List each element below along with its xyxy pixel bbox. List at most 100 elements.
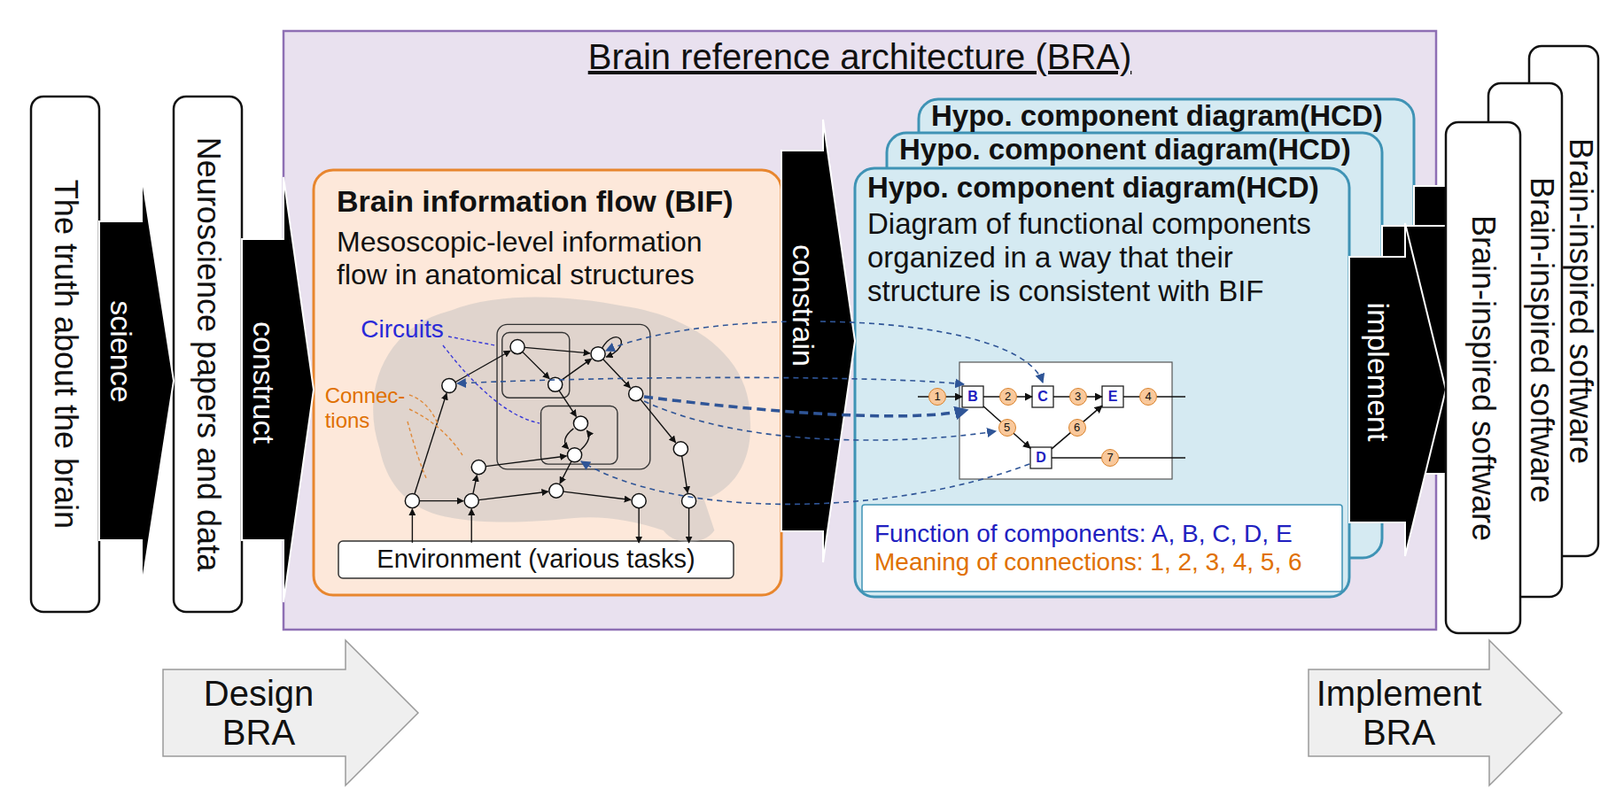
- network-link: [414, 393, 447, 495]
- stage-arrow: Implement BRA: [1308, 640, 1562, 786]
- panel-body: Mesoscopic-level information flow in ana…: [336, 225, 727, 292]
- flow-arrow-layer: [99, 119, 1530, 603]
- software-box: Brain-inspired software: [1445, 122, 1521, 634]
- environment-box-outline: [338, 541, 734, 579]
- stage-arrow-shape: [163, 640, 419, 786]
- leader-line: [442, 345, 540, 424]
- circuit-outline: [502, 333, 570, 399]
- network-loop: [580, 430, 589, 451]
- component-wire-layer: [917, 396, 1186, 459]
- network-node: [590, 347, 606, 362]
- card-body: Diagram of functional components organiz…: [867, 207, 1329, 309]
- box-layer: [31, 31, 1562, 786]
- component-box: C: [1032, 386, 1054, 408]
- component-box-outline: [1032, 386, 1054, 408]
- network-link: [522, 351, 550, 379]
- source-text: The truth about the brain: [47, 179, 84, 529]
- network-link: [455, 350, 511, 382]
- box-label: Environment (various tasks): [376, 545, 695, 575]
- correspondence-arrow: [581, 461, 1030, 505]
- source-box: The truth about the brain: [31, 96, 100, 613]
- network-node: [573, 416, 588, 431]
- correspondence-arrow: [605, 321, 1043, 383]
- flow-arrow: [99, 175, 174, 587]
- network-link: [524, 347, 591, 354]
- callout-label: Circuits: [360, 315, 443, 344]
- stage-arrow-shape: [1308, 640, 1562, 786]
- network-link: [560, 358, 591, 381]
- component-box-outline: [962, 386, 984, 408]
- circuit-outline: [497, 324, 651, 470]
- network-node: [404, 494, 420, 509]
- callout-number: 4: [1139, 388, 1158, 406]
- architecture-panel-outline: [283, 31, 1437, 630]
- flow-arrow: [781, 119, 855, 563]
- network-node: [682, 494, 697, 509]
- network-node: [673, 442, 688, 457]
- component-letter: E: [1108, 389, 1119, 404]
- component-box: B: [962, 386, 984, 408]
- software-text: Brain-inspired software: [1523, 177, 1560, 504]
- component-diagram-card-outline: [854, 168, 1350, 598]
- source-box-outline: [173, 96, 242, 613]
- arrow-label: construct: [246, 318, 280, 447]
- stage-text: Implement BRA: [1316, 674, 1483, 753]
- component-letter: D: [1035, 450, 1047, 466]
- panel-title: Brain reference architecture (BRA): [283, 36, 1437, 78]
- source-text: Neuroscience papers and data: [190, 137, 226, 572]
- network-link: [478, 491, 548, 500]
- card-heading: Hypo. component diagram(HCD): [899, 133, 1370, 166]
- network-link: [411, 509, 413, 544]
- circuit-outline: [541, 405, 618, 465]
- network-node: [631, 494, 646, 509]
- callout-number: 1: [928, 388, 947, 406]
- callout-number: 7: [1101, 449, 1119, 467]
- leader-line: [448, 336, 496, 346]
- key-line: Meaning of connections: 1, 2, 3, 4, 5, 6: [874, 548, 1330, 577]
- diagram-frame: [959, 362, 1173, 480]
- architecture-panel: Brain reference architecture (BRA) Brain …: [283, 31, 1437, 630]
- connection-number: 6: [1068, 419, 1087, 437]
- correspondence-arrow: [457, 377, 964, 385]
- network-link: [485, 456, 567, 467]
- network-link: [682, 456, 689, 494]
- network-link: [419, 500, 464, 502]
- component-connection: [983, 406, 1031, 449]
- panel-heading: Brain information flow (BIF): [336, 184, 759, 219]
- component-letter: C: [1037, 389, 1049, 404]
- key-line: Function of components: A, B, C, D, E: [874, 520, 1330, 549]
- stage-text: Design BRA: [203, 674, 315, 753]
- flow-panel-outline: [313, 170, 782, 596]
- box-layer: [1445, 46, 1599, 634]
- network-node: [567, 448, 583, 463]
- leader-line: [409, 409, 463, 456]
- connection-number: 5: [998, 419, 1017, 437]
- callout-label: Connec- tions: [325, 383, 406, 433]
- network-node: [464, 494, 479, 509]
- key-box: Function of components: A, B, C, D, EMea…: [862, 504, 1343, 592]
- stage-arrow: Design BRA: [163, 640, 419, 786]
- card-heading: Hypo. component diagram(HCD): [867, 171, 1337, 204]
- network-node: [471, 460, 486, 475]
- network-link: [603, 359, 631, 389]
- component-letter: B: [967, 389, 979, 404]
- connection-number: 3: [1069, 388, 1088, 406]
- arrow-label: implement: [1360, 300, 1394, 445]
- illustration-layer: [372, 297, 1043, 544]
- arrow-label: constrain: [785, 241, 819, 370]
- network-node: [629, 387, 644, 402]
- network-link: [559, 390, 576, 417]
- component-box-outline: [1102, 386, 1124, 408]
- network-link: [640, 399, 676, 443]
- network-link: [688, 508, 690, 544]
- flow-panel: Brain information flow (BIF) Mesoscopic-l…: [313, 170, 782, 596]
- network-link: [563, 491, 631, 500]
- component-box: E: [1102, 386, 1124, 408]
- component-diagram-card: Hypo. component diagram(HCD)Diagram of f…: [854, 168, 1350, 598]
- component-box: D: [1030, 447, 1052, 469]
- connection-number: 2: [999, 388, 1018, 406]
- component-connection: [1051, 405, 1103, 450]
- source-box-outline: [31, 96, 100, 613]
